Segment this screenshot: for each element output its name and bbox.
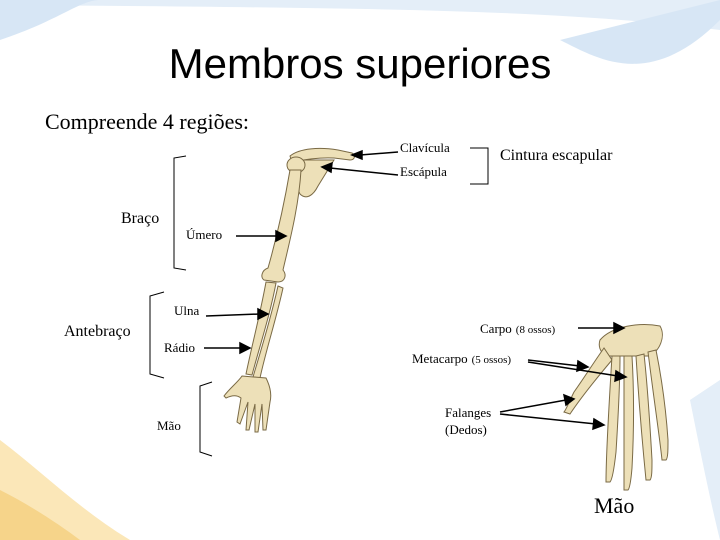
brackets (149, 147, 489, 457)
right-hand-skeleton (563, 324, 669, 491)
label-escapula: Escápula (400, 164, 447, 179)
metacarpo-name: Metacarpo (412, 351, 468, 366)
label-mao-left: Mão (157, 418, 181, 433)
clavicle-bone (289, 147, 355, 163)
label-carpo: Carpo (8 ossos) (480, 320, 555, 338)
label-clavicula: Clavícula (400, 140, 450, 155)
slide-subtitle: Compreende 4 regiões: (45, 109, 250, 134)
label-umero: Úmero (186, 227, 223, 242)
label-cintura-escapular: Cintura escapular (500, 147, 613, 164)
label-radio: Rádio (164, 340, 196, 355)
thumb-bones (563, 347, 613, 415)
arm-skeleton (223, 147, 355, 433)
label-falanges: Falanges (445, 405, 492, 420)
ring-finger (635, 353, 653, 481)
cintura-bracket (470, 147, 489, 185)
label-braco: Braço (121, 210, 160, 227)
label-dedos: (Dedos) (445, 422, 487, 437)
little-finger (647, 349, 669, 461)
label-mao-right: Mão (594, 493, 635, 518)
slide-title: Membros superiores (168, 40, 552, 87)
antebraco-bracket (149, 291, 165, 379)
carpo-count: (8 ossos) (515, 324, 556, 336)
label-metacarpo: Metacarpo (5 ossos) (412, 350, 511, 368)
humerus-bone (261, 169, 302, 283)
mao-bracket (199, 381, 213, 457)
braco-bracket (173, 155, 187, 271)
left-hand (223, 375, 272, 433)
metacarpo-count: (5 ossos) (471, 354, 512, 366)
carpo-name: Carpo (480, 321, 512, 336)
label-ulna: Ulna (174, 303, 200, 318)
index-finger (605, 355, 621, 483)
label-antebraco: Antebraço (64, 323, 131, 340)
middle-finger (623, 355, 634, 491)
arrows (204, 149, 628, 431)
